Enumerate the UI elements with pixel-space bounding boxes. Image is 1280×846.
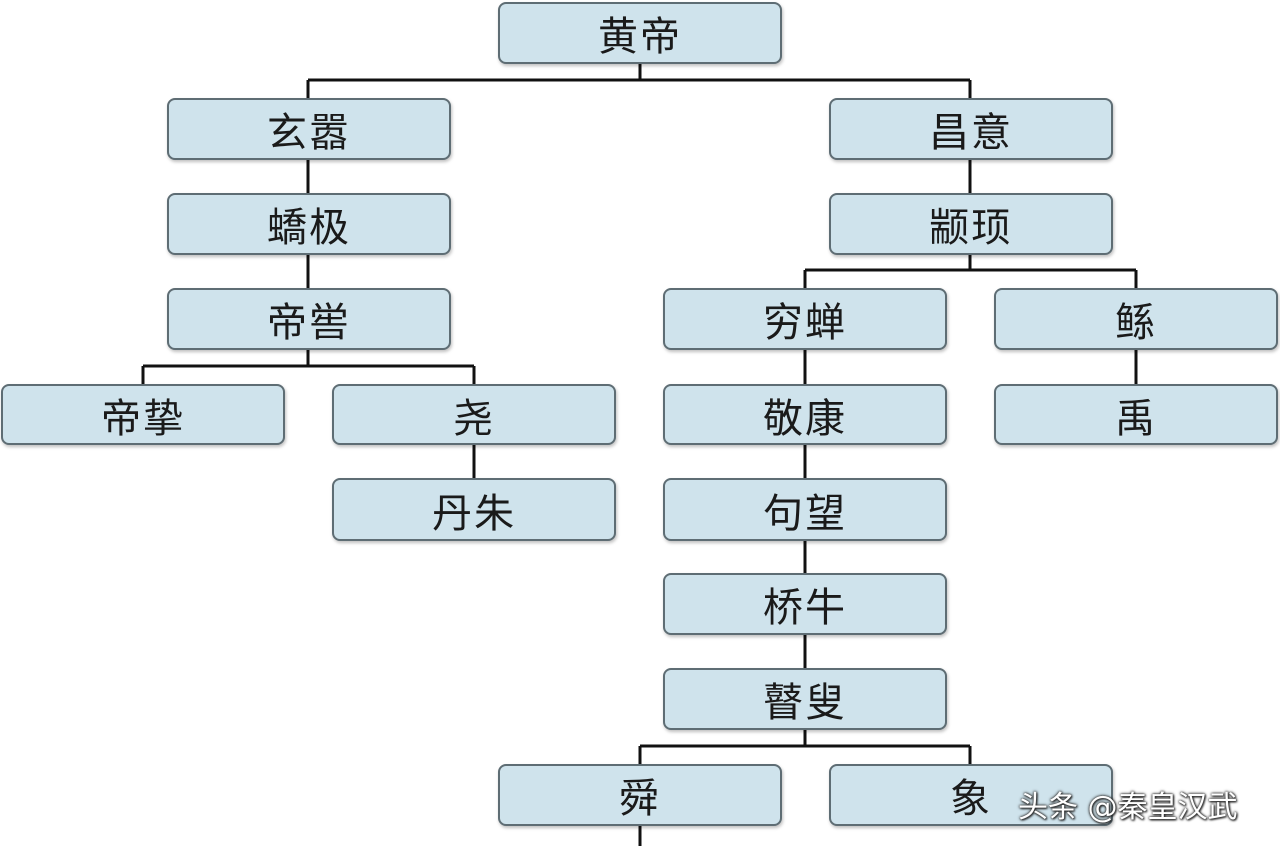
node-gun: 鲧 bbox=[994, 288, 1278, 350]
node-label: 瞽叟 bbox=[763, 680, 847, 726]
node-yao: 尧 bbox=[332, 384, 616, 445]
node-huangdi: 黄帝 bbox=[498, 2, 782, 64]
node-changyi: 昌意 bbox=[829, 98, 1113, 160]
watermark-text: 头条 @秦皇汉武 bbox=[1018, 790, 1238, 825]
node-zhuanxu: 颛顼 bbox=[829, 193, 1113, 255]
node-label: 象 bbox=[950, 776, 992, 822]
node-label: 丹朱 bbox=[432, 490, 516, 537]
node-label: 桥牛 bbox=[763, 585, 847, 631]
node-juwang: 句望 bbox=[663, 478, 947, 541]
node-danzhu: 丹朱 bbox=[332, 478, 616, 541]
node-label: 帝挚 bbox=[101, 395, 185, 442]
node-label: 敬康 bbox=[763, 395, 847, 442]
node-label: 禹 bbox=[1115, 395, 1157, 442]
node-gusou: 瞽叟 bbox=[663, 668, 947, 730]
node-qiaoniu: 桥牛 bbox=[663, 573, 947, 635]
node-qiongchan: 穷蝉 bbox=[663, 288, 947, 350]
node-label: 颛顼 bbox=[929, 205, 1013, 251]
node-label: 黄帝 bbox=[598, 14, 682, 60]
node-dizhi: 帝挚 bbox=[1, 384, 285, 445]
node-jingkang: 敬康 bbox=[663, 384, 947, 445]
node-diku: 帝喾 bbox=[167, 288, 451, 350]
node-shun: 舜 bbox=[498, 764, 782, 826]
node-xuanxiao: 玄嚣 bbox=[167, 98, 451, 160]
node-xiang: 象 bbox=[829, 764, 1113, 826]
node-label: 帝喾 bbox=[267, 300, 351, 346]
node-label: 穷蝉 bbox=[763, 300, 847, 346]
node-label: 昌意 bbox=[929, 110, 1013, 156]
node-label: 蟜极 bbox=[267, 205, 351, 251]
node-jiaoji: 蟜极 bbox=[167, 193, 451, 255]
node-label: 尧 bbox=[453, 395, 495, 442]
node-label: 句望 bbox=[763, 490, 847, 537]
node-label: 鲧 bbox=[1115, 300, 1157, 346]
node-label: 舜 bbox=[619, 776, 661, 822]
node-label: 玄嚣 bbox=[267, 110, 351, 156]
node-yu: 禹 bbox=[994, 384, 1278, 445]
